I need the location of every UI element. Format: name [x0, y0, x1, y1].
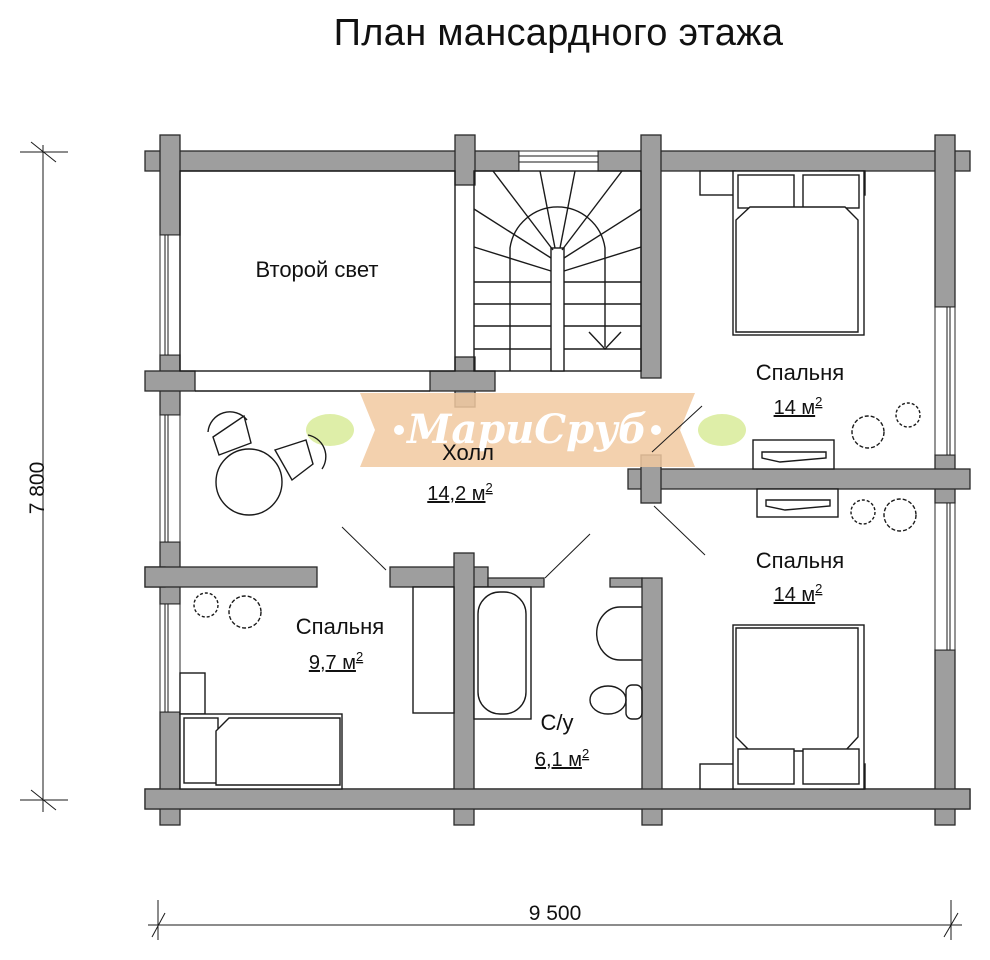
room-label-bedroom-se: Спальня — [756, 548, 844, 573]
room-area-bedroom-sw: 9,7 м2 — [309, 649, 363, 674]
bathtub — [473, 586, 532, 720]
toilet — [589, 684, 643, 720]
wardrobe — [412, 586, 455, 714]
double-bed-se — [699, 624, 866, 790]
room-label-hall: Холл — [442, 440, 494, 465]
plant-ne — [851, 402, 921, 449]
watermark: МариСруб — [306, 393, 746, 467]
room-area-hall: 14,2 м2 — [427, 480, 492, 505]
room-area-bedroom-se: 14 м2 — [774, 581, 823, 606]
staircase — [473, 170, 642, 372]
windows — [159, 150, 956, 713]
single-bed-sw — [179, 672, 343, 790]
dimension-height: 7 800 — [20, 141, 68, 812]
room-area-bedroom-ne: 14 м2 — [774, 394, 823, 419]
sink — [595, 606, 642, 661]
dining-table — [207, 411, 327, 516]
walls — [144, 134, 971, 826]
room-label-bedroom-sw: Спальня — [296, 614, 384, 639]
room-label-second-light: Второй свет — [256, 257, 379, 282]
double-bed-ne — [699, 170, 866, 336]
watermark-brand: МариСруб — [405, 406, 647, 453]
dimension-width: 9 500 — [148, 900, 962, 940]
tv-stand-se — [756, 488, 839, 518]
page-title: План мансардного этажа — [333, 12, 784, 54]
room-label-bedroom-ne: Спальня — [756, 360, 844, 385]
tv-stand-ne — [752, 439, 835, 470]
plant-se — [850, 498, 917, 532]
room-label-bathroom: С/у — [541, 710, 574, 735]
height-dimension-label: 7 800 — [26, 462, 49, 515]
second-light-outline — [179, 170, 456, 372]
plant-sw — [193, 592, 262, 629]
room-area-bathroom: 6,1 м2 — [535, 746, 589, 771]
width-dimension-label: 9 500 — [529, 902, 582, 925]
